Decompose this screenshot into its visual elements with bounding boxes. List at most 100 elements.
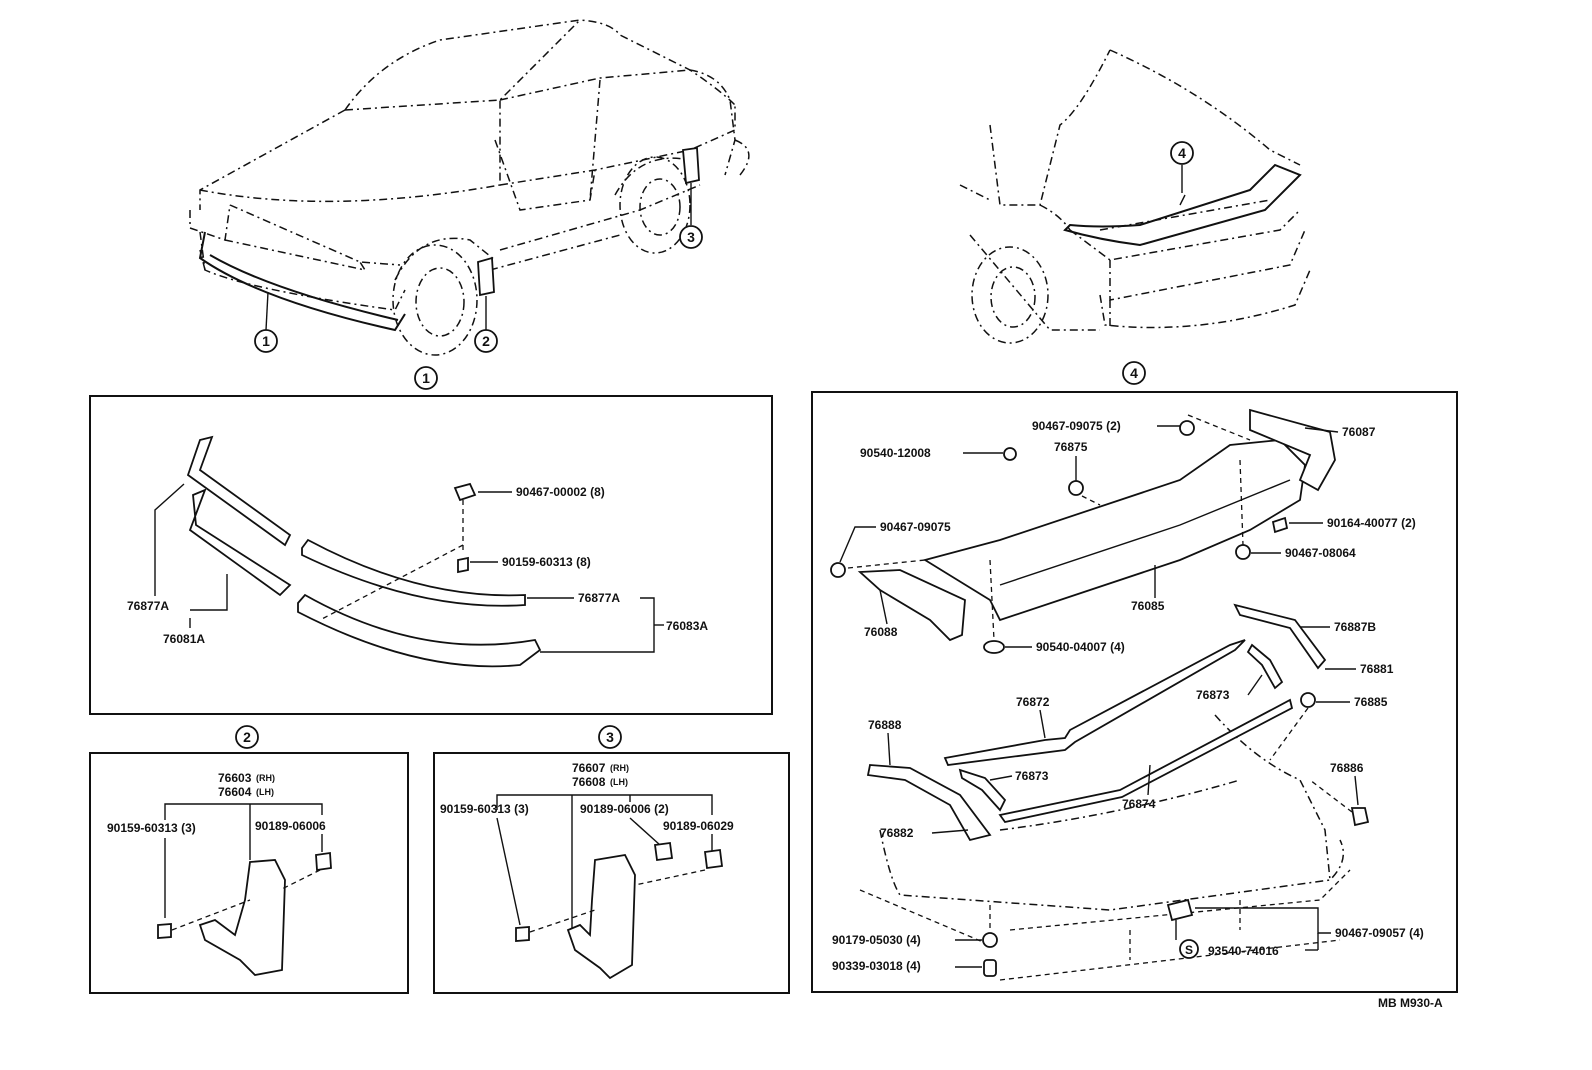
label-76088: 76088 [864, 625, 898, 639]
front-car-illustration [189, 19, 750, 356]
label-76604: 76604 [218, 785, 252, 799]
label-90339-03018: 90339-03018 (4) [832, 959, 921, 973]
panel-2-title: 2 [243, 729, 251, 745]
strip-76881 [1246, 643, 1284, 690]
label-76877a-right: 76877A [578, 591, 620, 605]
screw-90164-40077 [1271, 516, 1289, 534]
label-90189-06029: 90189-06029 [663, 819, 734, 833]
callout-3-front: 3 [679, 225, 703, 249]
callout-3-label: 3 [687, 229, 695, 245]
label-76081a: 76081A [163, 632, 205, 646]
clip-90467-09075-left [830, 562, 846, 578]
part-76877a-left-upper [186, 435, 292, 547]
label-76607: 76607 [572, 761, 606, 775]
strip-76873-lower [958, 768, 1007, 812]
screw-90159-60313-p3 [515, 926, 530, 942]
callout-4-label: 4 [1178, 145, 1186, 161]
label-90179-05030: 90179-05030 (4) [832, 933, 921, 947]
label-90189-06006-p3: 90189-06006 (2) [580, 802, 669, 816]
callout-1-label: 1 [262, 333, 270, 349]
callout-1-front: 1 [254, 329, 278, 353]
label-76087: 76087 [1342, 425, 1376, 439]
label-90159-60313-p2: 90159-60313 (3) [107, 821, 196, 835]
mudflap-76603 [198, 859, 286, 976]
label-90164-40077: 90164-40077 (2) [1327, 516, 1416, 530]
label-76607-rh: (RH) [610, 763, 629, 773]
rear-car-illustration [959, 49, 1311, 344]
label-90540-04007: 90540-04007 (4) [1036, 640, 1125, 654]
label-90467-08064: 90467-08064 [1285, 546, 1356, 560]
clip-76885 [1300, 692, 1316, 708]
panel-4-frame [811, 391, 1458, 993]
label-76873-lower: 76873 [1015, 769, 1049, 783]
label-76888: 76888 [868, 718, 902, 732]
spoiler-76085 [922, 439, 1306, 622]
label-90467-09057: 90467-09057 (4) [1335, 926, 1424, 940]
panel-2-frame [89, 752, 409, 994]
panel-4-title: 4 [1130, 365, 1138, 381]
screw-90159-60313 [457, 556, 469, 574]
label-90467-09075-2: 90467-09075 (2) [1032, 419, 1121, 433]
label-90467-09075: 90467-09075 [880, 520, 951, 534]
label-76083a: 76083A [666, 619, 708, 633]
clip-90467-09075-top [1179, 420, 1195, 436]
label-76881: 76881 [1360, 662, 1394, 676]
strip-76887b [1233, 603, 1327, 670]
part-76081a-left-lower [188, 488, 292, 597]
label-76875: 76875 [1054, 440, 1088, 454]
panel-1-frame [89, 395, 773, 715]
callout-2-front: 2 [474, 329, 498, 353]
label-76887b: 76887B [1334, 620, 1376, 634]
nut-90189-06029 [703, 848, 724, 870]
nut-90540-04007 [983, 640, 1005, 654]
nut-90189-06006-p2 [315, 851, 332, 872]
label-76882: 76882 [880, 826, 914, 840]
mudflap-76607 [566, 854, 636, 980]
part-76083a-right-lower [297, 593, 542, 668]
clip-90467-08064 [1235, 544, 1251, 560]
nut-90540-12008 [1003, 447, 1017, 461]
label-90159-60313: 90159-60313 (8) [502, 555, 591, 569]
callout-2-label: 2 [482, 333, 490, 349]
callout-4-rear: 4 [1170, 141, 1194, 165]
panel-1-title: 1 [422, 370, 430, 386]
clip-90467-00002 [453, 482, 477, 502]
panel-3: 3 76607 (RH) 76608 (LH) 90159-60313 (3) … [433, 725, 790, 994]
label-76604-lh: (LH) [256, 787, 274, 797]
label-90540-12008: 90540-12008 [860, 446, 931, 460]
label-76608: 76608 [572, 775, 606, 789]
label-76886: 76886 [1330, 761, 1364, 775]
panel-3-frame [433, 752, 790, 994]
label-76603-rh: (RH) [256, 773, 275, 783]
label-76085: 76085 [1131, 599, 1165, 613]
label-90159-60313-p3: 90159-60313 (3) [440, 802, 529, 816]
strip-76888 [866, 764, 992, 842]
clip-90467-09057 [1166, 898, 1194, 922]
stand-76087 [1249, 408, 1336, 492]
panel-1: 1 90467-00002 (8) 90159-60313 (8) 76877A… [89, 366, 773, 715]
screw-90159-60313-p2 [157, 923, 172, 939]
label-76603: 76603 [218, 771, 252, 785]
bolt-90339-03018 [983, 959, 997, 977]
label-76885: 76885 [1354, 695, 1388, 709]
supersession-s-label: S [1185, 943, 1193, 957]
label-90189-06006-p2: 90189-06006 [255, 819, 326, 833]
garnish-76872 [943, 639, 1246, 766]
label-76877a-left: 76877A [127, 599, 169, 613]
nut-90189-06006-p3 [653, 841, 674, 862]
part-76877a-right [301, 538, 526, 607]
footer-code: MB M930-A [1378, 996, 1443, 1010]
label-93540-74016: 93540-74016 [1208, 944, 1279, 958]
panel-3-title: 3 [606, 729, 614, 745]
label-76872: 76872 [1016, 695, 1050, 709]
clip-76886 [1350, 807, 1370, 827]
panel-2: 2 76603 (RH) 76604 (LH) 90159-60313 (3) … [89, 725, 409, 994]
label-76608-lh: (LH) [610, 777, 628, 787]
panel-4: 4 [811, 361, 1458, 993]
supersession-s-icon [1179, 939, 1199, 959]
grommet-76875 [1068, 480, 1084, 496]
garnish-76874 [998, 698, 1294, 824]
nut-90179-05030 [982, 932, 998, 948]
label-76873-upper: 76873 [1196, 688, 1230, 702]
